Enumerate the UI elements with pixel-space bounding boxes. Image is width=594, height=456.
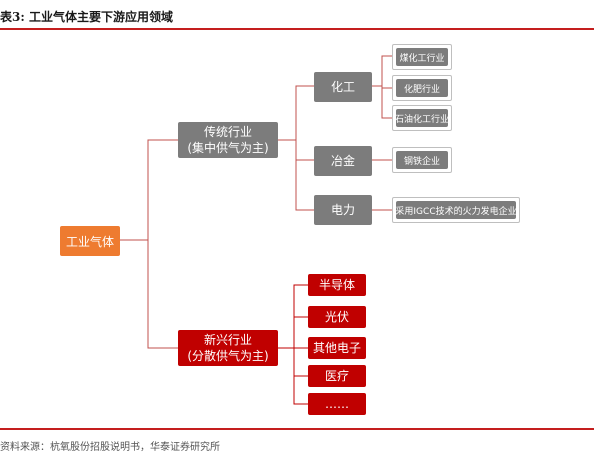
traditional-branch-title: 传统行业	[203, 125, 252, 139]
link-emerging-items	[278, 284, 308, 405]
traditional-branch-node: 传统行业 (集中供气为主)	[178, 122, 278, 158]
leaf-fertilizer: 化肥行业	[392, 75, 452, 101]
emerging-branch-title: 新兴行业	[203, 333, 252, 347]
link-root-branches	[120, 139, 178, 349]
leaf-igcc-power: 采用IGCC技术的火力发电企业	[392, 197, 520, 223]
root-node: 工业气体	[60, 226, 120, 256]
leaf-coal-chemical-label: 煤化工行业	[396, 48, 448, 66]
emerging-item-semiconductor-label: 半导体	[318, 278, 355, 292]
leaf-petrochemical: 石油化工行业	[392, 105, 452, 131]
category-chemical: 化工	[314, 72, 372, 102]
top-rule	[0, 28, 594, 30]
leaf-coal-chemical: 煤化工行业	[392, 44, 452, 70]
leaf-steel-label: 钢铁企业	[396, 151, 448, 169]
leaf-fertilizer-label: 化肥行业	[396, 79, 448, 97]
emerging-item-other-electronics: 其他电子	[308, 337, 366, 359]
link-traditional-categories	[278, 85, 314, 211]
emerging-item-photovoltaic: 光伏	[308, 306, 366, 328]
source-note: 资料来源：杭氧股份招股说明书，华泰证券研究所	[0, 442, 220, 453]
emerging-item-photovoltaic-label: 光伏	[324, 310, 349, 324]
category-metallurgy-label: 冶金	[330, 154, 355, 168]
root-node-label: 工业气体	[65, 234, 114, 249]
leaf-petrochemical-label: 石油化工行业	[395, 109, 449, 127]
leaf-igcc-power-label: 采用IGCC技术的火力发电企业	[395, 201, 517, 219]
emerging-item-ellipsis: ……	[308, 393, 366, 415]
category-metallurgy: 冶金	[314, 146, 372, 176]
emerging-item-ellipsis-label: ……	[325, 397, 349, 411]
emerging-item-medical-label: 医疗	[324, 369, 349, 383]
bottom-rule	[0, 428, 594, 430]
emerging-branch-subtitle: (分散供气为主)	[187, 349, 269, 363]
traditional-branch-subtitle: (集中供气为主)	[187, 141, 269, 155]
table-caption: 表3: 工业气体主要下游应用领域	[0, 10, 173, 24]
leaf-steel: 钢铁企业	[392, 147, 452, 173]
emerging-item-medical: 医疗	[308, 365, 366, 387]
emerging-item-other-electronics-label: 其他电子	[312, 341, 361, 355]
emerging-branch-node: 新兴行业 (分散供气为主)	[178, 330, 278, 366]
emerging-item-semiconductor: 半导体	[308, 274, 366, 296]
category-power: 电力	[314, 195, 372, 225]
category-chemical-label: 化工	[330, 80, 355, 94]
link-chemical-leaves	[372, 55, 392, 119]
category-power-label: 电力	[330, 203, 355, 217]
